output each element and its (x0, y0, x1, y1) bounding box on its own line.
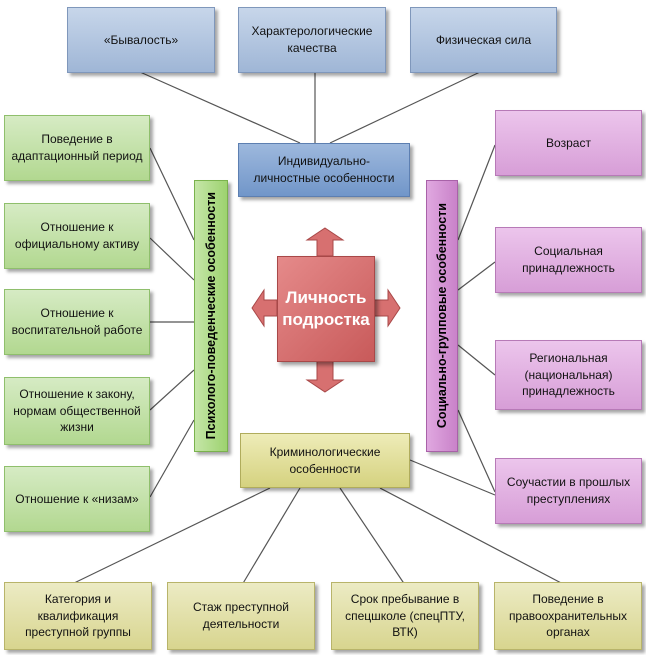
psycho-item-2-label: Отношение к официальному активу (14, 220, 140, 251)
connector-line (457, 261, 496, 291)
social-item-2: Социальная принадлежность (495, 227, 642, 293)
connector-line (329, 71, 481, 144)
individual-title: Индивидуально-личностные особенности (238, 143, 410, 197)
individual-title-label: Индивидуально-личностные особенности (253, 154, 395, 185)
connector-line (457, 344, 496, 376)
social-item-1-label: Возраст (546, 135, 591, 150)
connector-line (149, 369, 195, 411)
psycho-item-3-label: Отношение к воспитательной работе (11, 306, 143, 337)
social-item-3: Региональная (национальная) принадлежнос… (495, 340, 642, 410)
criminal-item-2-label: Стаж преступной деятельности (192, 600, 290, 631)
social-item-4: Соучастии в прошлых преступлениях (495, 458, 642, 524)
arrow-right-icon (372, 288, 401, 328)
connector-line (409, 459, 496, 496)
individual-item-3: Физическая сила (410, 7, 557, 73)
psycho-item-2: Отношение к официальному активу (4, 203, 150, 269)
social-title: Социально-групповые особенности (426, 180, 458, 452)
connector-line (379, 487, 566, 586)
arrow-up-icon (305, 227, 345, 257)
social-item-1: Возраст (495, 110, 642, 176)
connector-line (149, 147, 195, 241)
criminal-item-2: Стаж преступной деятельности (167, 582, 315, 650)
criminal-item-4-label: Поведение в правоохранительных органах (508, 591, 628, 640)
psycho-title-label: Психолого-поведенческие особенности (204, 192, 218, 440)
psycho-item-1-label: Поведение в адаптационный период (11, 132, 143, 163)
criminal-title-label: Криминологические особенности (269, 444, 381, 476)
psycho-item-5: Отношение к «низам» (4, 466, 150, 532)
connector-line (149, 419, 195, 498)
criminal-title: Криминологические особенности (240, 433, 410, 488)
social-item-2-label: Социальная принадлежность (522, 244, 615, 275)
arrow-left-icon (251, 288, 278, 328)
criminal-item-1: Категория и квалификация преступной груп… (4, 582, 152, 650)
criminal-item-3: Срок пребывание в спецшколе (спецПТУ, ВТ… (331, 582, 479, 650)
criminal-item-4: Поведение в правоохранительных органах (494, 582, 642, 650)
connector-line (339, 487, 406, 586)
psycho-item-3: Отношение к воспитательной работе (4, 289, 150, 355)
social-item-4-label: Соучастии в прошлых преступлениях (506, 475, 631, 506)
connector-line (139, 71, 301, 144)
connector-line (457, 144, 496, 241)
connector-line (457, 409, 496, 493)
individual-item-1: «Бывалость» (67, 7, 215, 73)
psycho-item-5-label: Отношение к «низам» (15, 491, 139, 506)
criminal-item-3-label: Срок пребывание в спецшколе (спецПТУ, ВТ… (345, 591, 465, 640)
connector-line (69, 487, 271, 586)
criminal-item-1-label: Категория и квалификация преступной груп… (25, 591, 131, 640)
individual-item-2-label: Характерологические качества (251, 24, 373, 55)
individual-item-1-label: «Бывалость» (103, 32, 179, 47)
center-label: Личность подростка (282, 287, 370, 329)
center-node: Личность подростка (277, 256, 375, 362)
social-title-label: Социально-групповые особенности (435, 203, 449, 429)
connector-line (241, 487, 301, 586)
psycho-item-4: Отношение к закону, нормам общественной … (4, 377, 150, 445)
social-item-3-label: Региональная (национальная) принадлежнос… (522, 350, 615, 399)
psycho-item-1: Поведение в адаптационный период (4, 115, 150, 181)
psycho-item-4-label: Отношение к закону, нормам общественной … (13, 386, 141, 435)
connector-line (149, 237, 195, 281)
individual-item-2: Характерологические качества (238, 7, 386, 73)
psycho-title: Психолого-поведенческие особенности (194, 180, 228, 452)
arrow-down-icon (305, 359, 345, 393)
individual-item-3-label: Физическая сила (435, 32, 532, 47)
